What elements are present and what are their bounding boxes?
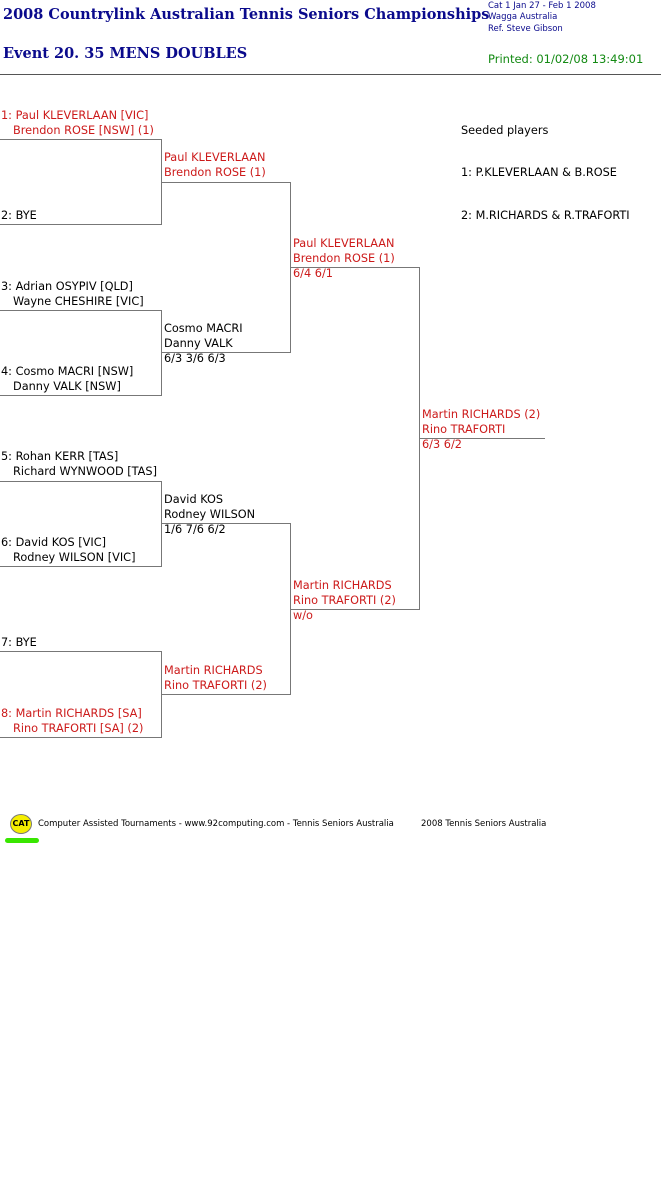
bracket-line xyxy=(161,481,162,567)
winner-player-2: Brendon ROSE (1) xyxy=(293,252,395,265)
winner-player-2: Rino TRAFORTI xyxy=(422,423,506,436)
bracket-line xyxy=(419,267,420,610)
draw-entry-6: 6: David KOS [VIC] Rodney WILSON [VIC] xyxy=(1,535,135,565)
bracket-line xyxy=(162,182,291,183)
winner-player-1: Paul KLEVERLAAN xyxy=(164,151,266,164)
round2-match-1: Paul KLEVERLAAN Brendon ROSE (1) xyxy=(164,150,266,180)
entry-player-1: 2: BYE xyxy=(1,209,37,222)
entry-player-2: Brendon ROSE [NSW] (1) xyxy=(13,124,154,137)
footer-credit: Computer Assisted Tournaments - www.92co… xyxy=(38,819,394,829)
round2-match-4: Martin RICHARDS Rino TRAFORTI (2) xyxy=(164,663,267,693)
winner-player-2: Rino TRAFORTI (2) xyxy=(164,679,267,692)
bracket-line xyxy=(162,352,291,353)
winner-player-1: Martin RICHARDS xyxy=(164,664,263,677)
winner-player-2: Brendon ROSE (1) xyxy=(164,166,266,179)
entry-player-1: 6: David KOS [VIC] xyxy=(1,536,106,549)
bracket-line xyxy=(162,523,291,524)
entry-player-1: 8: Martin RICHARDS [SA] xyxy=(1,707,142,720)
bracket-line xyxy=(420,438,545,439)
bracket-line xyxy=(0,224,162,225)
bracket-line xyxy=(162,694,291,695)
winner-player-1: Cosmo MACRI xyxy=(164,322,243,335)
winner-player-2: Danny VALK xyxy=(164,337,233,350)
bracket-line xyxy=(0,395,162,396)
bracket-line xyxy=(290,182,291,353)
round2-match-2: Cosmo MACRI Danny VALK 6/3 3/6 6/3 xyxy=(164,321,243,366)
draw-entry-7: 7: BYE xyxy=(1,635,37,650)
entry-player-2: Richard WYNWOOD [TAS] xyxy=(13,465,157,478)
entry-player-1: 4: Cosmo MACRI [NSW] xyxy=(1,365,134,378)
bracket-line xyxy=(0,566,162,567)
semifinal-1: Paul KLEVERLAAN Brendon ROSE (1) 6/4 6/1 xyxy=(293,236,395,281)
printed-timestamp: Printed: 01/02/08 13:49:01 xyxy=(488,52,644,66)
bracket-line xyxy=(0,737,162,738)
draw-entry-1: 1: Paul KLEVERLAAN [VIC] Brendon ROSE [N… xyxy=(1,108,154,138)
entry-player-1: 5: Rohan KERR [TAS] xyxy=(1,450,119,463)
entry-player-2: Rino TRAFORTI [SA] (2) xyxy=(13,722,144,735)
entry-player-2: Rodney WILSON [VIC] xyxy=(13,551,136,564)
match-score: w/o xyxy=(293,609,313,622)
draw-entry-5: 5: Rohan KERR [TAS] Richard WYNWOOD [TAS… xyxy=(1,449,157,479)
final-winner: Martin RICHARDS (2) Rino TRAFORTI 6/3 6/… xyxy=(422,407,540,452)
winner-player-1: Martin RICHARDS xyxy=(293,579,392,592)
cat-logo: CAT xyxy=(10,814,32,834)
entry-player-1: 7: BYE xyxy=(1,636,37,649)
seed-item: 2: M.RICHARDS & R.TRAFORTI xyxy=(461,209,630,222)
bracket-line xyxy=(0,481,162,482)
location: Wagga Australia xyxy=(488,12,558,22)
winner-player-1: David KOS xyxy=(164,493,224,506)
winner-player-1: Martin RICHARDS (2) xyxy=(422,408,541,421)
bracket-line xyxy=(161,139,162,225)
winner-player-2: Rodney WILSON xyxy=(164,508,256,521)
event-title: Event 20. 35 MENS DOUBLES xyxy=(3,45,248,62)
tournament-title: 2008 Countrylink Australian Tennis Senio… xyxy=(3,6,490,23)
match-score: 6/3 6/2 xyxy=(422,438,462,451)
seed-item: 1: P.KLEVERLAAN & B.ROSE xyxy=(461,166,617,179)
round2-match-3: David KOS Rodney WILSON 1/6 7/6 6/2 xyxy=(164,492,255,537)
draw-entry-8: 8: Martin RICHARDS [SA] Rino TRAFORTI [S… xyxy=(1,706,143,736)
bracket-line xyxy=(0,310,162,311)
seeded-heading: Seeded players xyxy=(461,124,549,137)
winner-player-1: Paul KLEVERLAAN xyxy=(293,237,395,250)
bracket-line xyxy=(161,310,162,396)
bracket-line xyxy=(161,651,162,738)
bracket-line xyxy=(0,139,162,140)
entry-player-1: 3: Adrian OSYPIV [QLD] xyxy=(1,280,133,293)
draw-entry-3: 3: Adrian OSYPIV [QLD] Wayne CHESHIRE [V… xyxy=(1,279,144,309)
semifinal-2: Martin RICHARDS Rino TRAFORTI (2) w/o xyxy=(293,578,396,623)
match-score: 1/6 7/6 6/2 xyxy=(164,523,226,536)
referee: Ref. Steve Gibson xyxy=(488,24,563,34)
winner-player-2: Rino TRAFORTI (2) xyxy=(293,594,396,607)
draw-entry-4: 4: Cosmo MACRI [NSW] Danny VALK [NSW] xyxy=(1,364,133,394)
entry-player-1: 1: Paul KLEVERLAAN [VIC] xyxy=(1,109,149,122)
header-divider xyxy=(0,74,661,75)
entry-player-2: Wayne CHESHIRE [VIC] xyxy=(13,295,144,308)
bracket-line xyxy=(291,609,420,610)
entry-player-2: Danny VALK [NSW] xyxy=(13,380,121,393)
bracket-line xyxy=(290,523,291,695)
category-dates: Cat 1 Jan 27 - Feb 1 2008 xyxy=(488,1,596,11)
match-score: 6/3 3/6 6/3 xyxy=(164,352,226,365)
draw-entry-2: 2: BYE xyxy=(1,208,37,223)
logo-swoosh-icon xyxy=(5,838,39,843)
match-score: 6/4 6/1 xyxy=(293,267,333,280)
footer-copyright: 2008 Tennis Seniors Australia xyxy=(421,819,547,829)
bracket-line xyxy=(0,651,162,652)
bracket-line xyxy=(291,267,420,268)
